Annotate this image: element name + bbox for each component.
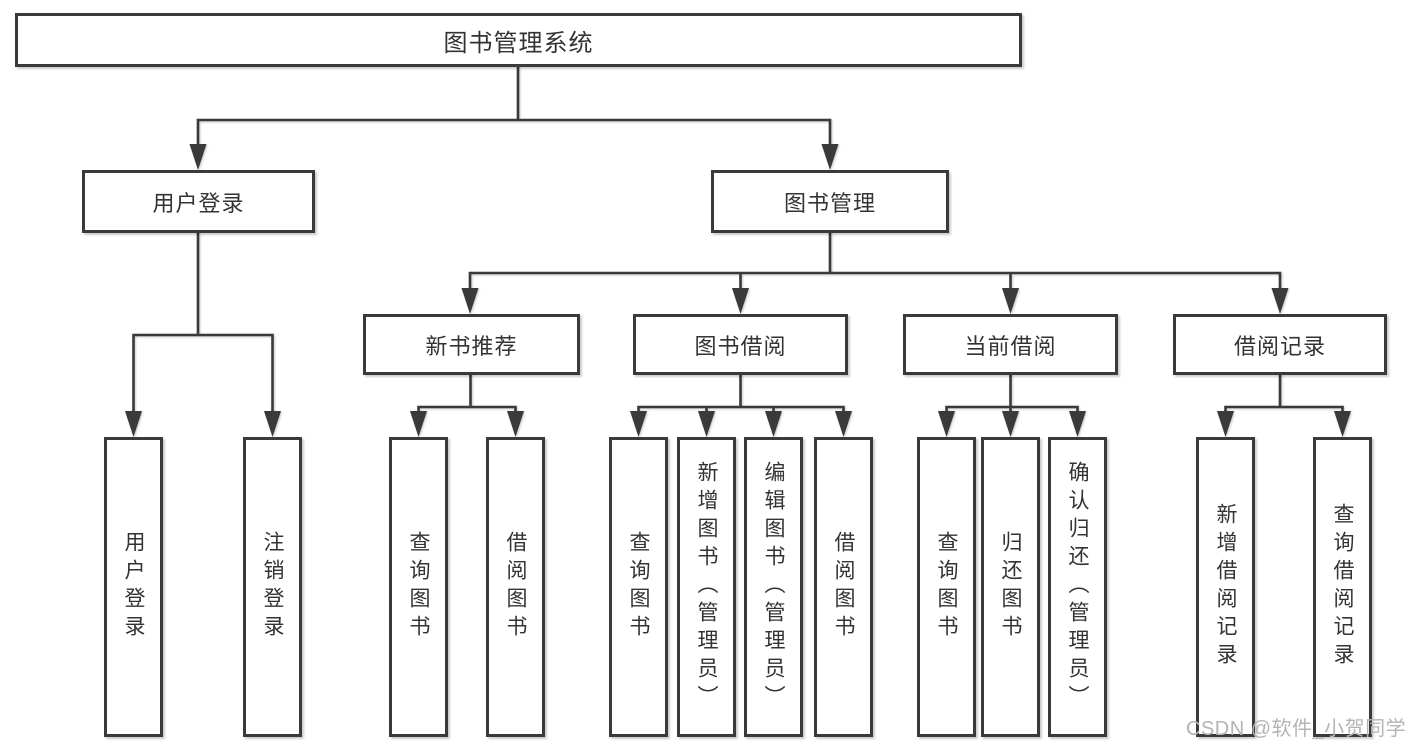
leaf-add-books-admin: 新增图书（管理员） <box>677 437 736 737</box>
node-label: 图书管理 <box>783 190 876 216</box>
node-book-borrowing: 图书借阅 <box>633 314 848 375</box>
leaf-label: 新增图书（管理员） <box>695 461 718 713</box>
leaf-logout: 注销登录 <box>243 437 302 737</box>
node-library-system: 图书管理系统 <box>15 13 1022 67</box>
node-borrowing-records: 借阅记录 <box>1173 314 1387 375</box>
leaf-label: 查询图书 <box>407 531 430 643</box>
leaf-return-books: 归还图书 <box>981 437 1040 737</box>
leaf-label: 新增借阅记录 <box>1214 503 1237 671</box>
node-book-management: 图书管理 <box>711 170 949 233</box>
node-label: 图书借阅 <box>694 333 787 359</box>
node-label: 图书管理系统 <box>443 29 594 57</box>
csdn-watermark: CSDN @软件_小贺同学 <box>1186 718 1405 740</box>
leaf-edit-books-admin: 编辑图书（管理员） <box>744 437 803 737</box>
leaf-query-borrow-record: 查询借阅记录 <box>1313 437 1372 737</box>
leaf-label: 查询借阅记录 <box>1331 503 1354 671</box>
leaf-add-borrow-record: 新增借阅记录 <box>1196 437 1255 737</box>
leaf-label: 编辑图书（管理员） <box>762 461 785 713</box>
leaf-query-books-borrowing: 查询图书 <box>609 437 668 737</box>
leaf-borrow-books-newbooks: 借阅图书 <box>486 437 545 737</box>
node-user-login: 用户登录 <box>82 170 315 233</box>
leaf-query-books-newbooks: 查询图书 <box>389 437 448 737</box>
leaf-query-books-current: 查询图书 <box>917 437 976 737</box>
leaf-borrow-books-borrowing: 借阅图书 <box>814 437 873 737</box>
leaf-label: 用户登录 <box>122 531 145 643</box>
arrowhead-markers <box>125 144 1351 437</box>
leaf-confirm-return-admin: 确认归还（管理员） <box>1048 437 1107 737</box>
leaf-label: 归还图书 <box>999 531 1022 643</box>
leaf-label: 查询图书 <box>627 531 650 643</box>
leaf-user-login: 用户登录 <box>104 437 163 737</box>
leaf-label: 借阅图书 <box>832 531 855 643</box>
node-new-book-recommendation: 新书推荐 <box>363 314 580 375</box>
node-label: 当前借阅 <box>964 333 1057 359</box>
leaf-label: 注销登录 <box>261 531 284 643</box>
leaf-label: 借阅图书 <box>504 531 527 643</box>
leaf-label: 查询图书 <box>935 531 958 643</box>
node-label: 新书推荐 <box>425 333 518 359</box>
leaf-label: 确认归还（管理员） <box>1066 461 1089 713</box>
node-current-borrowing: 当前借阅 <box>903 314 1118 375</box>
node-label: 借阅记录 <box>1233 333 1326 359</box>
node-label: 用户登录 <box>152 190 245 216</box>
